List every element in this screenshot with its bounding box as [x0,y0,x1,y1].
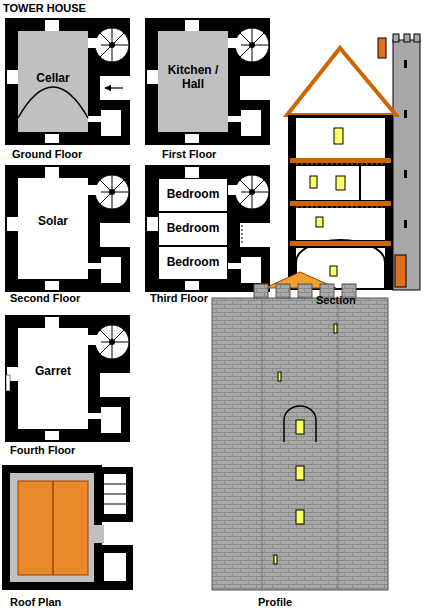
room-box: Kitchen / Hall [157,48,229,108]
room-box: Bedroom [158,178,228,212]
floor-caption: Second Floor [10,292,80,304]
room-label: Bedroom [167,222,220,236]
room-box: Garret [20,355,86,389]
floor-caption: Profile [258,596,292,608]
floor-caption: Section [316,294,356,306]
room-box: Solar [20,205,86,239]
room-box: Cellar [20,62,86,96]
room-label: Garret [35,365,71,379]
room-label: Solar [38,215,68,229]
room-label: Bedroom [167,256,220,270]
room-label: Bedroom [167,188,220,202]
room-box: Bedroom [158,212,228,246]
room-label: Kitchen / Hall [157,64,229,92]
room-box: Bedroom [158,246,228,280]
floor-caption: Ground Floor [12,148,82,160]
floor-caption: Roof Plan [10,596,61,608]
title: TOWER HOUSE [3,2,86,14]
room-label: Cellar [36,72,69,86]
floor-caption: First Floor [162,148,216,160]
floor-caption: Third Floor [150,292,208,304]
floor-caption: Fourth Floor [10,444,75,456]
